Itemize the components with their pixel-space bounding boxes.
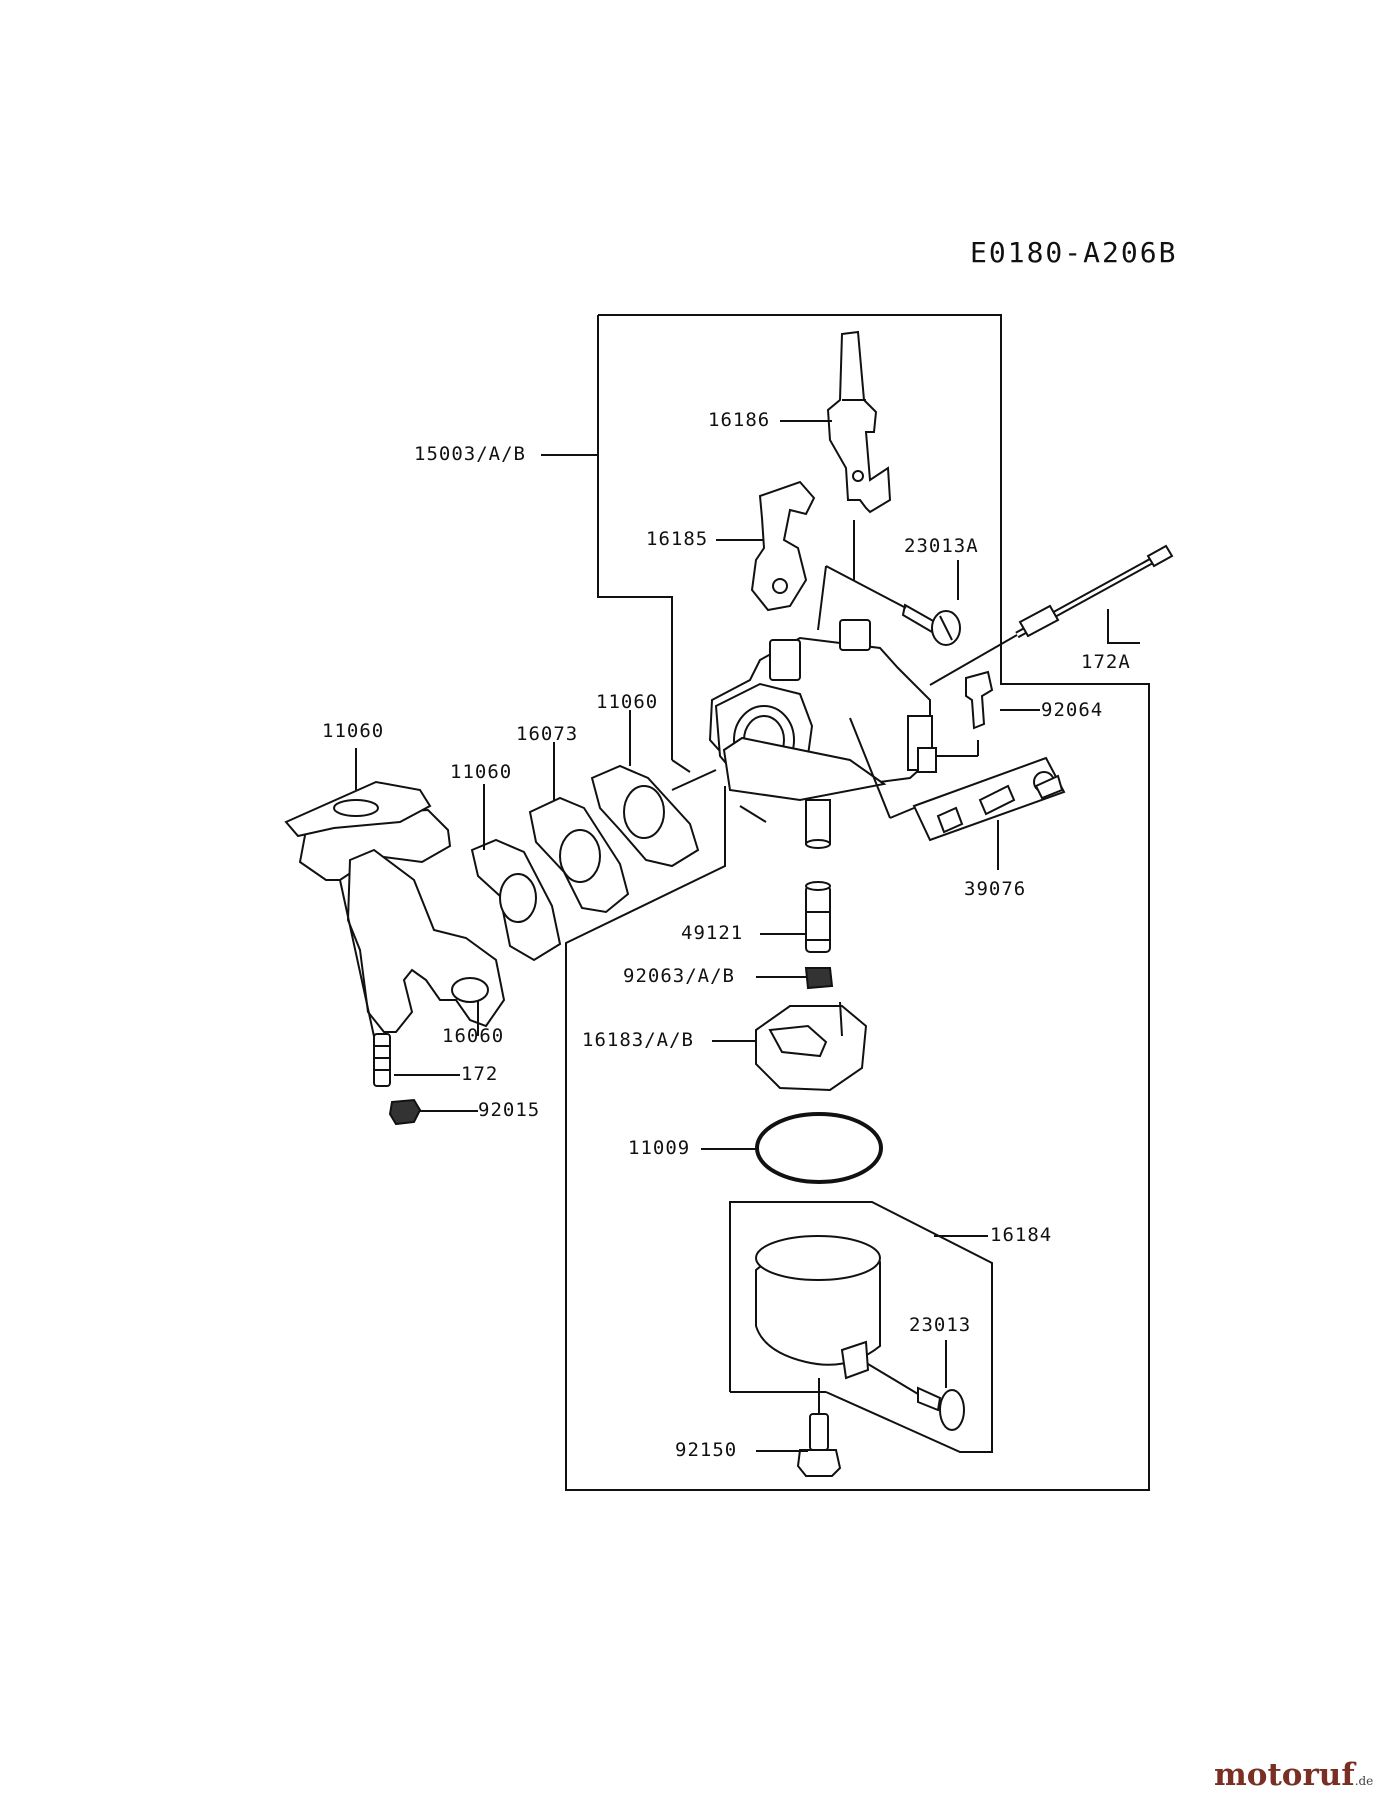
dash-16060 (339, 879, 381, 1065)
label-16186: 16186 (708, 409, 771, 431)
main-jet-part (804, 967, 834, 990)
label-23013: 23013 (909, 1314, 972, 1336)
intake-manifold-part (298, 808, 506, 1033)
dash-172a (929, 634, 1018, 686)
throttle-lever-part (750, 480, 816, 612)
dash-23013a (825, 565, 907, 609)
assembly-bracket (565, 314, 1150, 1491)
dash-39076a (849, 717, 891, 819)
motoruf-watermark: motoruf.de (1214, 1757, 1373, 1793)
label-11060-right: 11060 (596, 691, 659, 713)
insulator-16073-part (528, 796, 630, 914)
label-172: 172 (461, 1063, 499, 1085)
leader-172a (1107, 609, 1140, 644)
screw-23013a-part (901, 603, 961, 646)
diagram-code: E0180-A206B (970, 236, 1178, 269)
bolt-92150-part (796, 1413, 842, 1477)
plug-92064-part (965, 670, 994, 730)
gasket-11060-mid-part (470, 838, 562, 962)
label-23013a: 23013A (904, 535, 979, 557)
bowl-bracket (729, 1201, 993, 1453)
label-92064: 92064 (1041, 699, 1104, 721)
o-ring-part (755, 1112, 883, 1184)
label-11060-left: 11060 (322, 720, 385, 742)
label-11009: 11009 (628, 1137, 691, 1159)
dash-gaskets (671, 769, 717, 791)
dash-23013 (867, 1363, 919, 1395)
bracket-inner-b (671, 759, 691, 773)
nut-92015-part (388, 1098, 422, 1126)
label-16060: 16060 (442, 1025, 505, 1047)
label-16183: 16183/A/B (582, 1029, 694, 1051)
label-16185: 16185 (646, 528, 709, 550)
bracket-inner-a (739, 805, 767, 823)
label-92015: 92015 (478, 1099, 541, 1121)
dash-16185 (817, 565, 827, 631)
label-92150: 92150 (675, 1439, 738, 1461)
pilot-screw-part (1015, 544, 1174, 639)
dash-39076b (889, 807, 915, 819)
gasket-11060-right-part (590, 764, 700, 868)
emulsion-tube-part (805, 881, 831, 953)
label-15003: 15003/A/B (414, 443, 526, 465)
float-part (755, 1001, 868, 1092)
label-11060-mid: 11060 (450, 761, 513, 783)
stud-172-part (373, 1033, 391, 1087)
label-16073: 16073 (516, 723, 579, 745)
gasket-11060-left-part (284, 780, 432, 838)
label-172a: 172A (1081, 651, 1131, 673)
carburetor-body-part (708, 619, 937, 849)
label-49121: 49121 (681, 922, 744, 944)
label-39076: 39076 (964, 878, 1027, 900)
float-bowl-part (755, 1235, 881, 1380)
watermark-tld: .de (1354, 1774, 1374, 1788)
choke-lever-part (826, 330, 892, 514)
label-16184: 16184 (990, 1224, 1053, 1246)
screw-kit-39076-part (912, 756, 1066, 842)
label-92063: 92063/A/B (623, 965, 735, 987)
drain-screw-part (917, 1386, 965, 1431)
watermark-brand: motoruf (1214, 1757, 1355, 1793)
